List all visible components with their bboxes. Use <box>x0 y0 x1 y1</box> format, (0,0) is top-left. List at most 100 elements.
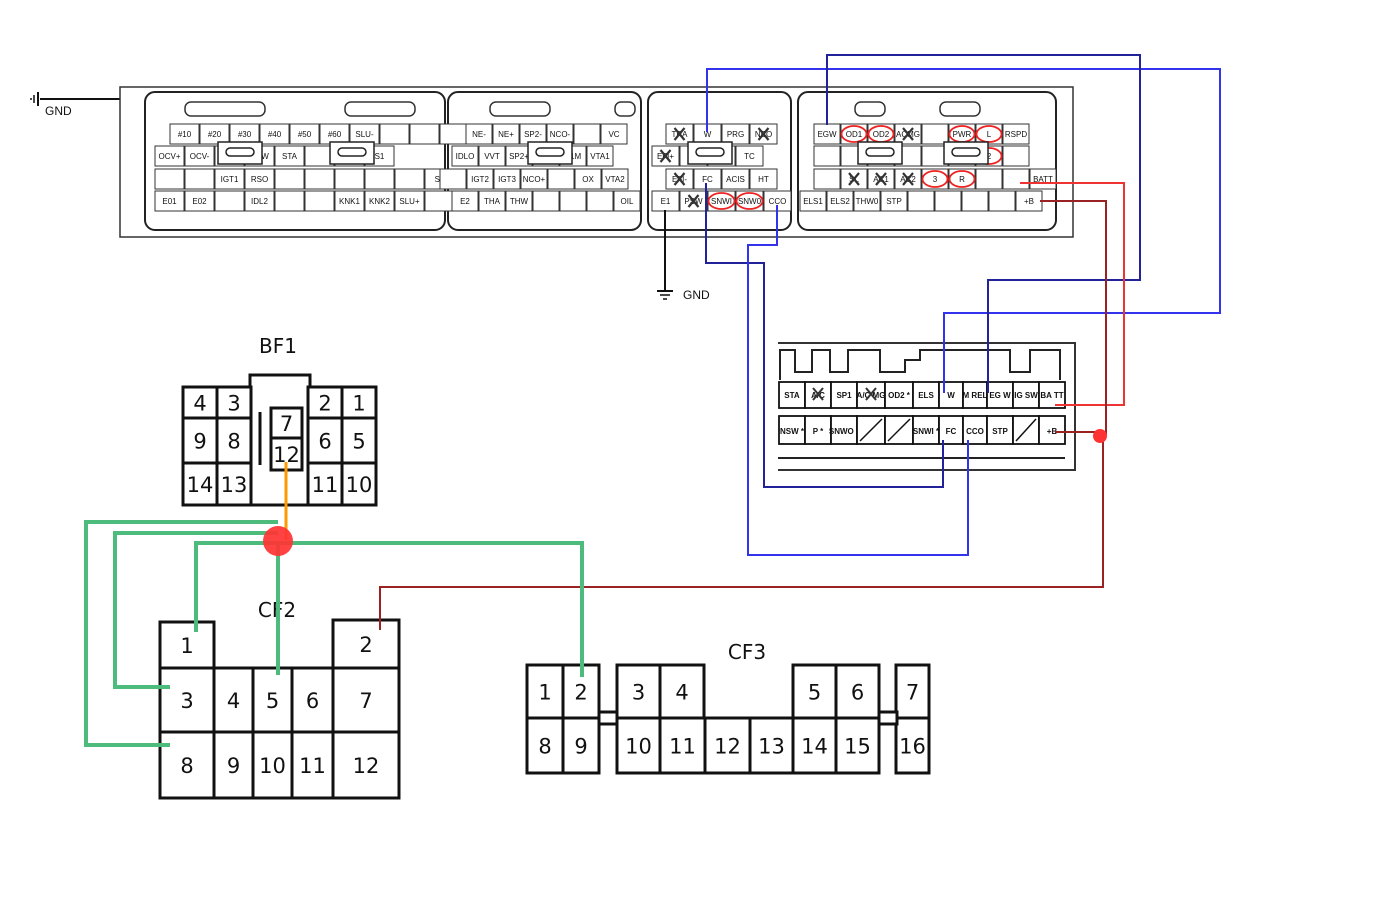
ecu-pin-rspd: RSPD <box>1002 123 1030 145</box>
ecu-pin-ht: HT <box>749 168 778 190</box>
bf1-pin-10: 10 <box>340 461 378 507</box>
ecu-pin-ox: OX <box>574 168 602 190</box>
cf3-pin-1: 1 <box>525 663 565 720</box>
cf2-pin-11: 11 <box>290 730 335 800</box>
ecu-pin-label: IGT3 <box>498 175 516 184</box>
cross-icon <box>902 127 914 141</box>
ecu-pin-empty <box>1002 168 1030 190</box>
ecu-pin-label: OD2 <box>873 130 890 139</box>
pin-number: 4 <box>227 689 240 713</box>
ecu-pin-snwi: SNWI <box>707 190 736 212</box>
small-pin-label: SNWO * <box>829 427 860 436</box>
wire-fc[interactable] <box>705 183 944 488</box>
wire-plus-b-cf2[interactable] <box>379 436 1104 630</box>
ecu-pin-empty <box>379 123 410 145</box>
cf3-pin-14: 14 <box>791 716 838 775</box>
splice-junction <box>263 526 293 556</box>
ecu-pin-label: IGT2 <box>471 175 489 184</box>
cf3-pin-7: 7 <box>894 663 931 720</box>
latch-housing <box>527 141 573 165</box>
cross-icon <box>757 127 770 141</box>
pin-number: 11 <box>299 754 326 778</box>
circle-highlight <box>735 192 764 210</box>
ecu-pin-label: #10 <box>178 130 192 139</box>
small-pin-ba-tt: BA TT <box>1038 381 1066 409</box>
pin-number: 6 <box>306 689 319 713</box>
pin-number: 11 <box>669 735 696 759</box>
ecu-pin-empty <box>364 168 395 190</box>
ecu-pin-psw: PSW <box>679 190 708 212</box>
ecu-pin-slu: SLU+ <box>394 190 425 212</box>
ecu-pin-label: THW <box>510 197 529 206</box>
small-pin-cco: CCO <box>962 415 988 445</box>
ecu-pin-label: STA <box>282 152 298 161</box>
ecu-pin-knk1: KNK1 <box>334 190 365 212</box>
pin-number: 11 <box>312 473 339 497</box>
small-pin-sp1: SP1 <box>830 381 858 409</box>
ecu-pin-label: #20 <box>208 130 222 139</box>
ecu-pin-empty <box>394 168 425 190</box>
small-pin-label: CCO <box>966 427 984 436</box>
pin-number: 7 <box>906 681 919 705</box>
ecu-connector: #10#20#30#40#50#60SLU-OCV+OCV-NSWSTAIGFS… <box>119 86 1074 238</box>
ecu-pin-empty <box>334 168 365 190</box>
cf3-title: CF3 <box>728 640 766 664</box>
ecu-pin-label: OD1 <box>846 130 863 139</box>
ecu-pin-snw0: SNW0 <box>735 190 764 212</box>
ecu-pin-label: E2 <box>460 197 470 206</box>
wire-cco[interactable] <box>747 205 969 556</box>
ground-icon <box>657 290 673 300</box>
ecu-pin-thw0: THW0 <box>853 190 881 212</box>
cross-icon <box>687 194 700 208</box>
wire-plus-b[interactable] <box>1040 200 1107 436</box>
wire-cf2-3[interactable] <box>113 531 278 689</box>
wire-batt[interactable] <box>1020 182 1125 406</box>
wire-egw[interactable] <box>826 54 1141 393</box>
ecu-pin-idl2: IDL2 <box>244 190 275 212</box>
pin-number: 5 <box>352 430 365 454</box>
small-pin-w: W <box>938 381 964 409</box>
ecu-pin-oil: OIL <box>613 190 641 212</box>
wire-cf2-1[interactable] <box>194 541 278 632</box>
pin-number: 7 <box>280 412 293 436</box>
small-pin-p: P * <box>804 415 832 445</box>
cross-icon <box>812 387 824 401</box>
ecu-pin-label: 2 <box>987 152 992 161</box>
pin-number: 10 <box>259 754 286 778</box>
ecu-pin-empty <box>813 145 841 167</box>
ecu-pin-tra: TRA <box>665 123 694 145</box>
latch-housing <box>857 141 903 165</box>
wires <box>84 54 1221 747</box>
wire-w[interactable] <box>706 68 1221 393</box>
ecu-pin-label: #60 <box>328 130 342 139</box>
ground-label: GND <box>683 288 710 302</box>
circle-highlight <box>948 170 976 188</box>
cf3-pin-11: 11 <box>658 716 707 775</box>
ecu-pin-stp: STP <box>880 190 908 212</box>
ecu-pin-label: EGW <box>817 130 837 139</box>
small-pin-nsw: NSW * <box>778 415 806 445</box>
wire-cf2-8[interactable] <box>84 520 278 747</box>
cf3-pin-16: 16 <box>894 716 931 775</box>
ecu-pin-empty <box>1002 145 1030 167</box>
small-pin-label: EG W <box>989 391 1011 400</box>
ecu-pin-ne: NE- <box>465 123 493 145</box>
small-pin-sta: STA <box>778 381 806 409</box>
cf2-pin-10: 10 <box>251 730 294 800</box>
small-pin-snwo: SNWO * <box>829 415 860 445</box>
small-pin-label: M REL <box>963 391 988 400</box>
ecu-pin-label: E1 <box>661 197 671 206</box>
ecu-pin-vta2: VTA2 <box>601 168 629 190</box>
ecu-pin-acmg: ACMG <box>894 123 922 145</box>
ecu-pin-neo: NEO <box>749 123 778 145</box>
cf2-pin-12: 12 <box>331 730 401 800</box>
cf3-bridge <box>597 710 619 726</box>
bf1-pin-4: 4 <box>181 385 219 420</box>
ecu-pin-50: #50 <box>289 123 320 145</box>
ecu-pin-label: IGT1 <box>221 175 239 184</box>
cf3-pin-6: 6 <box>834 663 881 720</box>
ecu-pin-igt1: IGT1 <box>214 168 245 190</box>
pin-number: 2 <box>359 633 372 657</box>
small-pin-b: +B <box>1038 415 1066 445</box>
wire-cf3-2[interactable] <box>278 541 584 677</box>
